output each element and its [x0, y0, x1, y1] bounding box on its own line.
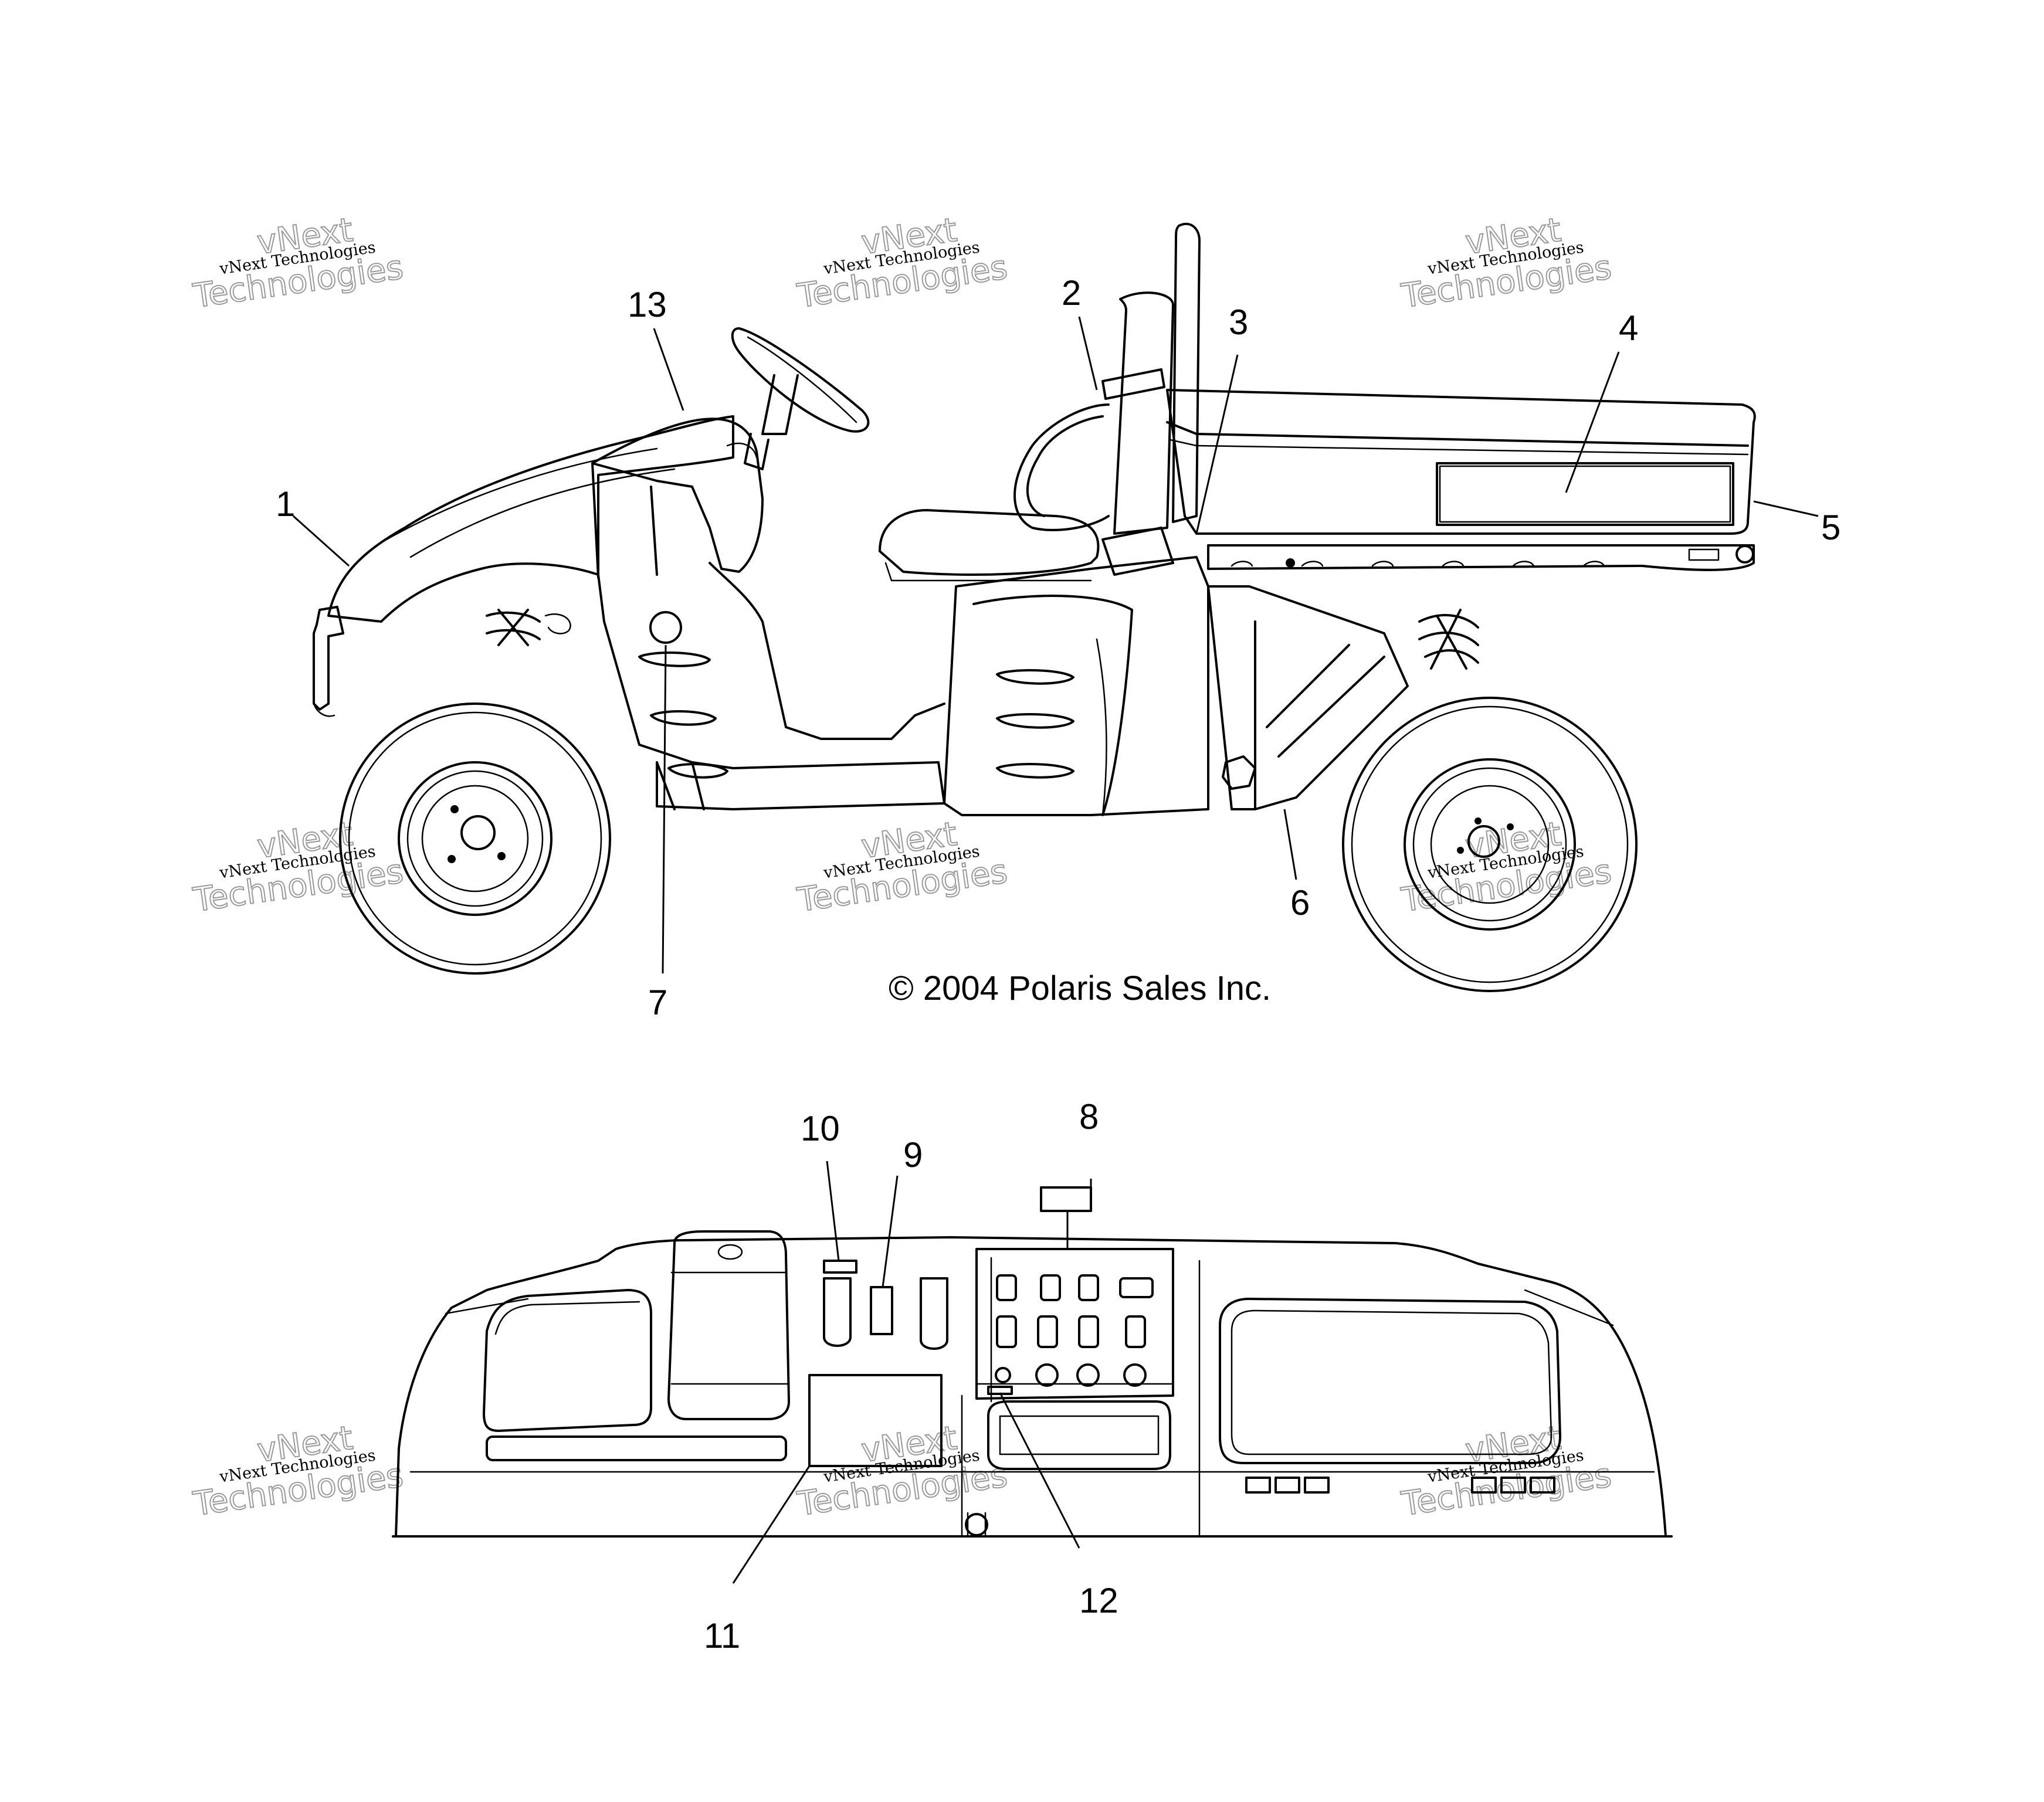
leader-lines: [292, 316, 1819, 1584]
left-lower-panel: [486, 1436, 787, 1461]
watermark: vNext vNext Technologies Technologies: [190, 211, 406, 316]
callout-8: 8: [1079, 1097, 1099, 1136]
callout-11: 11: [704, 1616, 740, 1655]
callout-3: 3: [1229, 303, 1248, 342]
label-11: [808, 1374, 943, 1467]
watermark: vNext vNext Technologies Technologies: [190, 1418, 406, 1524]
copyright-notice: © 2004 Polaris Sales Inc.: [889, 969, 1271, 1007]
knob-row: [995, 1363, 1147, 1387]
watermark: vNext vNext Technologies Technologies: [794, 1418, 1010, 1524]
callout-4: 4: [1619, 308, 1638, 348]
seat: [879, 509, 1100, 576]
rear-wheel: [1342, 697, 1638, 992]
callout-5: 5: [1821, 508, 1840, 547]
callout-1: 1: [276, 484, 295, 524]
switch-row-1: [996, 1274, 1154, 1301]
callouts: 1 2 3 4 5 6 7 8 9 10 11 12 13: [276, 273, 1840, 1655]
side-panel: [943, 556, 1209, 816]
label-8: [1040, 1186, 1092, 1212]
center-pod: [667, 1230, 790, 1420]
right-glove-box: [1219, 1298, 1561, 1464]
callout-13: 13: [628, 285, 667, 324]
center-tray: [987, 1400, 1171, 1470]
steering-wheel: [731, 327, 870, 470]
callout-10: 10: [801, 1109, 840, 1148]
dashboard-shell: [395, 1236, 1667, 1538]
vehicle-side-view: [313, 222, 1756, 992]
rear-panel: [1207, 585, 1409, 810]
cowl: [591, 418, 764, 573]
watermark: vNext vNext Technologies Technologies: [794, 815, 1010, 920]
watermark: vNext vNext Technologies Technologies: [1398, 211, 1614, 316]
watermark: vNext vNext Technologies Technologies: [794, 211, 1010, 316]
round-decal: [649, 611, 682, 644]
bed-label: [1436, 462, 1734, 526]
label-10: [823, 1260, 857, 1274]
callout-12: 12: [1079, 1581, 1118, 1620]
front-bumper: [313, 606, 344, 711]
callout-6: 6: [1290, 883, 1310, 922]
switch-row-2: [996, 1315, 1146, 1348]
cargo-bed: [1166, 389, 1756, 535]
callout-9: 9: [903, 1135, 923, 1175]
floor: [597, 573, 945, 810]
dashboard-view: [392, 1186, 1673, 1538]
roll-bar: [1172, 222, 1201, 523]
watermark: vNext vNext Technologies Technologies: [190, 815, 406, 920]
front-wheel: [339, 703, 611, 975]
hood: [327, 415, 734, 623]
switch-panel: [975, 1248, 1174, 1400]
callout-2: 2: [1062, 273, 1081, 313]
watermark: vNext vNext Technologies Technologies: [1398, 815, 1614, 920]
left-glove-box: [483, 1289, 652, 1432]
label-9: [870, 1286, 893, 1335]
right-vents: [1245, 1477, 1555, 1494]
callout-7: 7: [648, 983, 667, 1022]
watermark: vNext vNext Technologies Technologies: [1398, 1418, 1614, 1524]
